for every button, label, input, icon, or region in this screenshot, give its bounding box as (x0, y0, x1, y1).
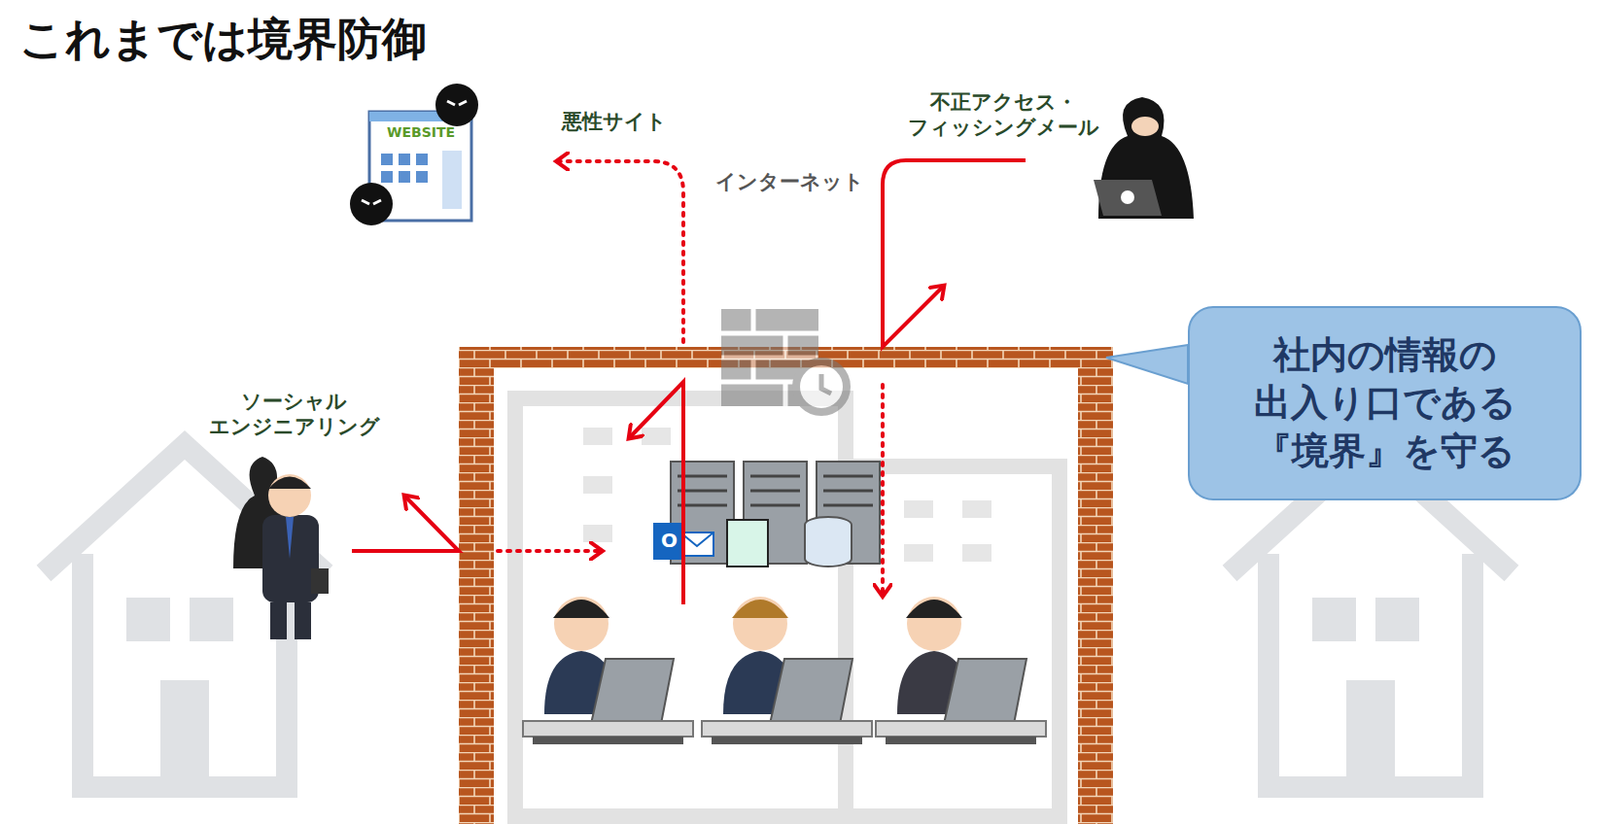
network-label: インターネット (715, 169, 865, 195)
callout-pointer (1106, 345, 1188, 384)
firewall-icon (721, 309, 847, 413)
title: これまでは境界防御 (19, 11, 427, 69)
website-icon (349, 83, 479, 226)
office-worker (522, 596, 694, 745)
hacker (1093, 97, 1194, 219)
servers (653, 461, 880, 567)
workers (522, 596, 1046, 745)
threat-label: 悪性サイト (561, 108, 667, 135)
threat-arrows (351, 160, 1026, 605)
outlook-letter: O (660, 528, 678, 554)
social-engineer (233, 456, 329, 640)
threat-label: ソーシャル エンジニアリング (199, 388, 389, 441)
callout-box: 社内の情報の 出入り口である 『境界』を守る (1187, 306, 1582, 501)
office-worker (701, 596, 872, 745)
website-text: WEBSITE (386, 124, 455, 142)
callout-text: 社内の情報の 出入り口である 『境界』を守る (1239, 331, 1531, 476)
office-worker (875, 596, 1046, 745)
threat-label: 不正アクセス・ フィッシングメール (899, 89, 1109, 141)
